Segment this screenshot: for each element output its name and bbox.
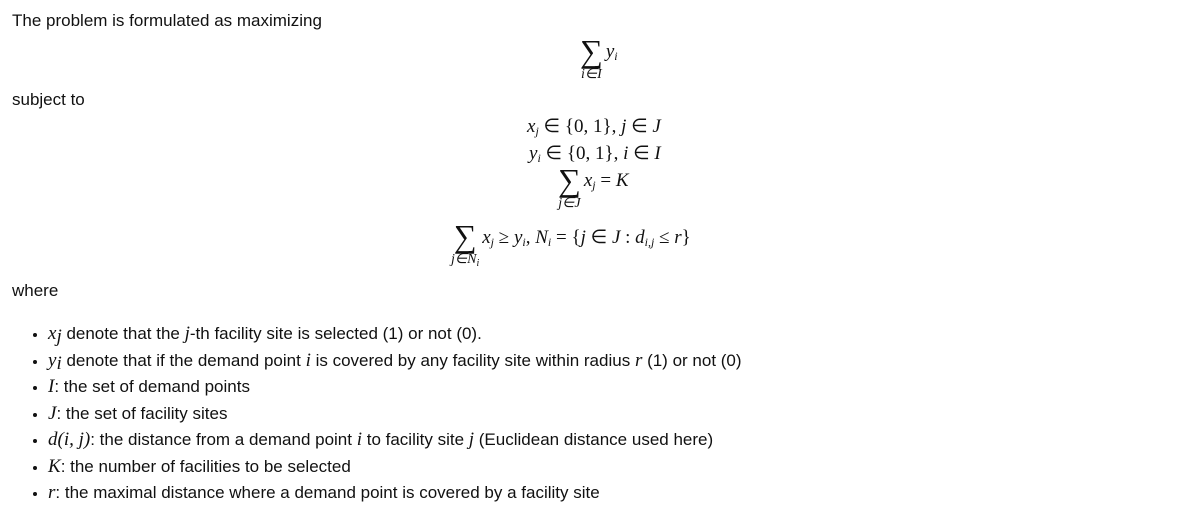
sigma-symbol: ∑ (558, 162, 581, 198)
intro-text: The problem is formulated as maximizing (12, 11, 322, 30)
definition-list: xj denote that the j-th facility site is… (30, 322, 742, 508)
where-text: where (12, 281, 59, 300)
sigma-symbol: ∑ (453, 218, 477, 254)
sum-subscript: j∈J (558, 196, 581, 211)
constraint-sum-k: ∑ j∈J xj = K (558, 162, 629, 211)
definition-item: d(i, j): the distance from a demand poin… (48, 428, 742, 455)
definition-item: xj denote that the j-th facility site is… (48, 322, 742, 349)
definition-item: K: the number of facilities to be select… (48, 455, 742, 482)
definition-item: J: the set of facility sites (48, 402, 742, 429)
definition-item: I: the set of demand points (48, 375, 742, 402)
objective-equation: ∑ i∈I yi (580, 33, 618, 82)
constraint-y-binary: yi ∈ {0, 1}, i ∈ I (529, 143, 661, 165)
sum-subscript: j∈Ni (451, 252, 480, 269)
sigma-symbol: ∑ (580, 33, 603, 69)
subject-to-text: subject to (12, 90, 85, 109)
definition-item: yi denote that if the demand point i is … (48, 349, 742, 376)
sum-subscript: i∈I (581, 67, 602, 82)
constraint-x-binary: xj ∈ {0, 1}, j ∈ J (527, 116, 661, 138)
definition-item: r: the maximal distance where a demand p… (48, 481, 742, 508)
constraint-coverage: ∑ j∈Ni xj ≥ yi, Ni = {j ∈ J : di,j ≤ r} (451, 218, 691, 269)
